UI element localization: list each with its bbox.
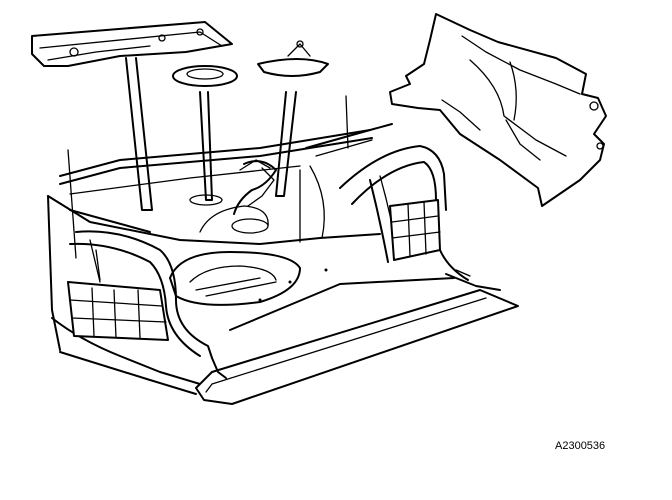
trunk-floor-board bbox=[195, 268, 519, 405]
right-side-trim-panel bbox=[389, 13, 607, 207]
speaker-cover-left bbox=[172, 65, 238, 87]
wiring-harness bbox=[231, 159, 277, 234]
left-quarter-trim bbox=[69, 230, 213, 359]
figure-code: A2300536 bbox=[555, 440, 606, 452]
removal-guide-lines bbox=[67, 57, 349, 259]
lower-body bbox=[211, 269, 501, 379]
rear-shelf-trim-panel bbox=[31, 21, 233, 67]
left-tail-lamp bbox=[67, 249, 169, 341]
spare-tire-well bbox=[169, 251, 301, 306]
right-quarter-trim bbox=[305, 129, 447, 263]
speaker-cover-right bbox=[257, 40, 329, 77]
right-tail-lamp bbox=[389, 199, 469, 281]
